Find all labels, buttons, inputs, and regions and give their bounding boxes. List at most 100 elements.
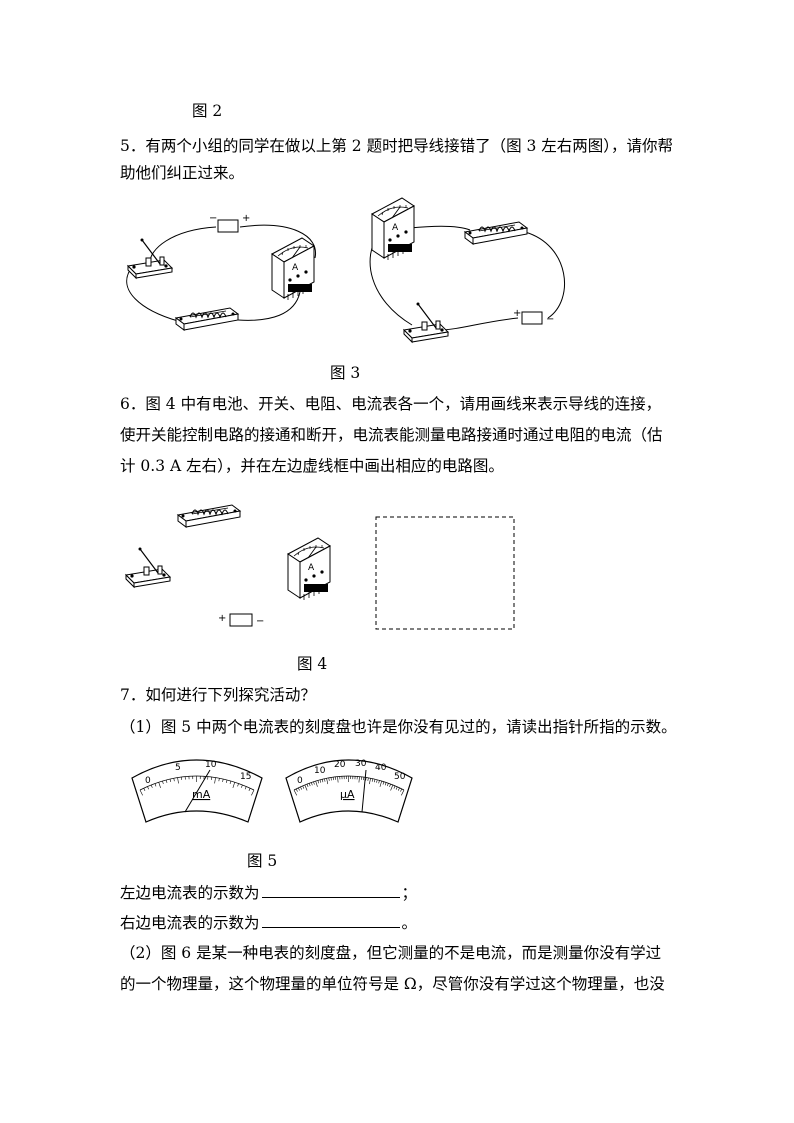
dial-tick xyxy=(244,786,247,790)
dial-tick xyxy=(313,781,315,785)
right-dial-tick-label: 50 xyxy=(394,772,406,782)
dial-tick xyxy=(311,782,313,786)
dial-tick xyxy=(376,779,378,783)
dial-tick xyxy=(177,777,179,784)
meter-letter: A xyxy=(308,563,315,573)
dial-tick xyxy=(321,779,324,783)
dial-tick xyxy=(324,778,326,782)
right-dial-tick-label: 20 xyxy=(334,760,346,770)
q7-sub2-line1: （2）图 6 是某一种电表的刻度盘，但它测量的不是电流，而是测量你没有学过 xyxy=(120,944,662,962)
q5-line2: 助他们纠正过来。 xyxy=(120,164,245,182)
fig5-left-dial: mA 0 5 10 15 xyxy=(131,759,263,823)
fig3-left-meter: A xyxy=(271,237,315,301)
dial-tick xyxy=(241,784,243,788)
dial-tick xyxy=(315,780,318,787)
dial-tick xyxy=(304,784,308,791)
dial-tick xyxy=(162,780,164,785)
dial-tick xyxy=(165,779,168,783)
right-dial-tick-label: 0 xyxy=(297,776,303,786)
dial-tick xyxy=(367,777,369,781)
dial-tick xyxy=(369,778,371,785)
fig3-left-battery: − + xyxy=(209,213,250,233)
left-dial-tick-label: 10 xyxy=(205,760,217,770)
dial-tick xyxy=(395,786,398,790)
fig3-right-battery: + − xyxy=(513,308,554,325)
right-reading-blank[interactable] xyxy=(261,912,400,928)
dial-tick xyxy=(298,787,300,791)
fig5-caption: 图 5 xyxy=(247,852,278,870)
q7-line1: 7．如何进行下列探究活动？ xyxy=(120,686,316,704)
fig3-left-circuit: − + A xyxy=(126,213,317,331)
q6-line3: 计 0.3 A 左右），并在左边虚线框中画出相应的电路图。 xyxy=(120,457,504,475)
fig4-meter: A xyxy=(287,537,331,601)
dial-tick xyxy=(173,778,175,782)
right-dial-tick-label: 40 xyxy=(375,763,387,773)
dial-tick xyxy=(308,783,311,787)
q5-line1: 5．有两个小组的同学在做以上第 2 题时把导线接错了（图 3 左右两图），请你帮 xyxy=(120,137,674,155)
dial-tick xyxy=(379,780,382,787)
dial-tick xyxy=(295,788,298,792)
left-dial-tick-label: 0 xyxy=(145,776,151,786)
dial-tick xyxy=(225,779,228,783)
q6-line2: 使开关能控制电路的接通和断开，电流表能测量电路接通时通过电阻的电流（估 xyxy=(120,426,663,444)
fig4-caption: 图 4 xyxy=(297,655,328,673)
fig4-resistor xyxy=(177,504,241,528)
dial-tick xyxy=(237,783,239,787)
fig4-dashed-answer-box[interactable] xyxy=(375,516,515,630)
battery-minus-sign: − xyxy=(546,314,554,325)
left-dial-tick-label: 5 xyxy=(175,763,181,773)
dial-tick xyxy=(382,781,385,785)
left-reading-label: 左边电流表的示数为 xyxy=(120,884,260,902)
dial-tick xyxy=(358,776,360,783)
dial-tick xyxy=(143,788,146,792)
left-dial-needle xyxy=(184,769,211,813)
dial-tick xyxy=(328,777,330,781)
right-reading-label: 右边电流表的示数为 xyxy=(120,914,260,932)
battery-minus-sign: − xyxy=(256,616,264,627)
dial-tick xyxy=(154,783,157,787)
fig3-right-switch xyxy=(403,301,449,343)
fig5-right-dial: μA 0 10 20 30 40 50 xyxy=(285,759,413,823)
dial-tick xyxy=(326,778,329,785)
dial-tick xyxy=(337,776,339,783)
fig3-left-switch xyxy=(127,237,173,279)
dial-tick xyxy=(293,789,298,796)
dial-tick xyxy=(248,788,251,792)
dial-tick xyxy=(300,786,303,790)
dial-tick xyxy=(390,784,394,791)
dial-tick xyxy=(387,783,389,787)
dial-tick xyxy=(139,789,143,796)
battery-plus-sign: + xyxy=(242,213,250,224)
fig4-battery: + − xyxy=(218,613,264,627)
fig3-right-circuit: A + − xyxy=(369,197,566,343)
q7-sub1: （1）图 5 中两个电流表的刻度盘也许是你没有见过的，请读出指针所指的示数。 xyxy=(120,718,677,736)
dial-tick xyxy=(371,778,374,782)
left-dial-unit: mA xyxy=(192,788,211,801)
right-reading-line: 右边电流表的示数为 。 xyxy=(120,912,417,934)
dial-tick xyxy=(147,786,149,790)
dial-tick xyxy=(306,783,309,787)
dial-tick xyxy=(214,777,216,784)
dial-tick xyxy=(378,780,380,784)
dial-tick xyxy=(384,782,387,786)
dial-tick xyxy=(251,789,255,796)
meter-letter: A xyxy=(292,263,299,273)
right-reading-end: 。 xyxy=(401,914,418,932)
dial-tick xyxy=(389,783,391,787)
left-reading-blank[interactable] xyxy=(261,882,400,898)
right-dial-needle xyxy=(361,769,367,813)
dial-tick xyxy=(393,785,396,789)
fig4-switch xyxy=(125,546,171,588)
dial-tick xyxy=(397,787,400,791)
right-dial-unit: μA xyxy=(340,788,355,801)
dial-tick xyxy=(229,780,232,785)
battery-plus-sign: + xyxy=(513,308,521,319)
dial-tick xyxy=(158,782,161,789)
right-dial-tick-label: 30 xyxy=(355,759,367,769)
right-dial-tick-label: 10 xyxy=(314,766,326,776)
dial-tick xyxy=(150,784,153,788)
left-reading-line: 左边电流表的示数为； xyxy=(120,882,417,904)
dial-tick xyxy=(374,779,376,783)
dial-tick xyxy=(218,778,220,782)
